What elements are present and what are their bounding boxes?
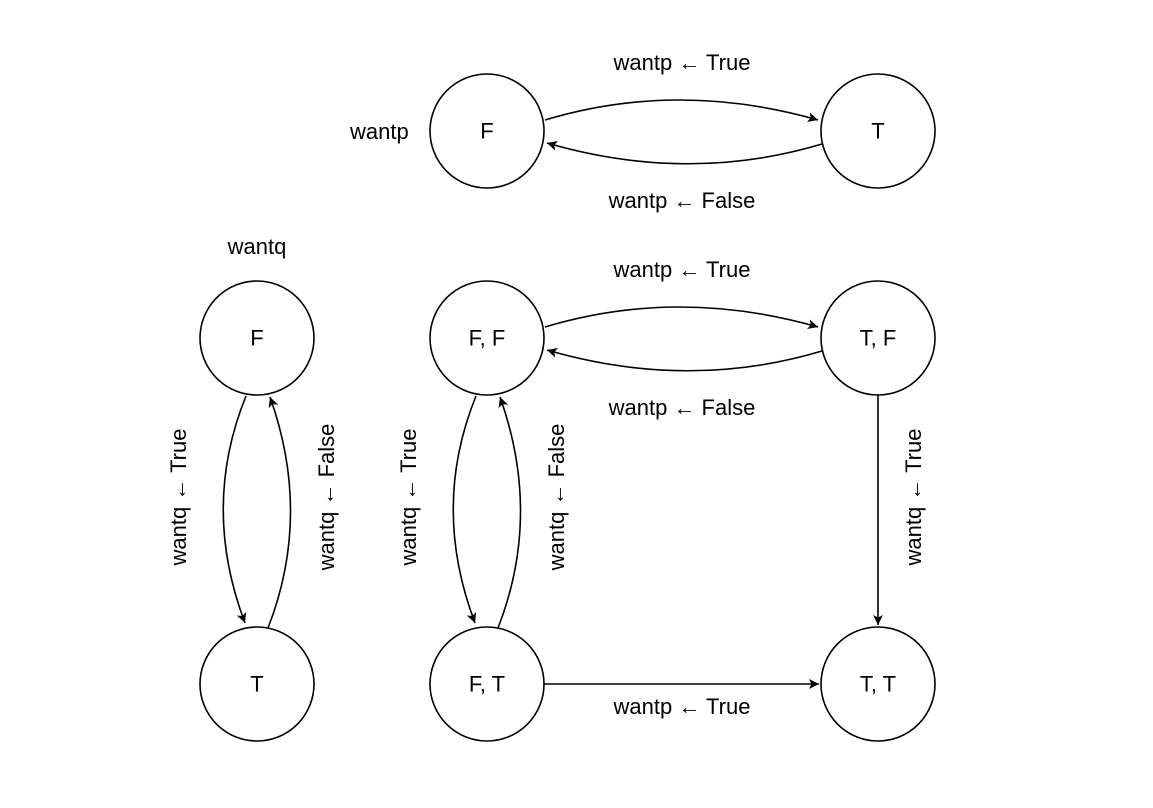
wantp-variable-label: wantp [349, 119, 409, 144]
state-node-label: T [871, 119, 884, 144]
edge-ff-to-tf [544, 306, 819, 330]
edge-wantp-set-true [544, 99, 819, 123]
edge-label-wantp-set-false: wantp ← False [608, 188, 756, 213]
state-node-wantq-t: T [199, 626, 315, 742]
product-diagram: wantp ← True wantp ← False wantq ← True … [396, 257, 936, 742]
state-node-label: T, F [860, 326, 897, 351]
edge-wantq-set-true [222, 395, 247, 624]
wantq-diagram: wantq wantq ← True wantq ← False F T [166, 234, 339, 742]
edge-wantp-set-false [546, 140, 823, 165]
wantp-diagram: wantp wantp ← True wantp ← False F T [349, 50, 936, 213]
state-node-tt: T, T [820, 626, 936, 742]
state-node-wantp-f: F [429, 73, 545, 189]
state-node-ft: F, T [429, 626, 545, 742]
state-node-label: T [250, 672, 263, 697]
edge-label-ft-to-ff: wantq ← False [544, 424, 569, 572]
state-node-wantp-t: T [820, 73, 936, 189]
edge-ff-to-ft [452, 395, 477, 624]
edge-label-wantq-set-false: wantq ← False [314, 424, 339, 572]
state-node-label: F, T [469, 672, 505, 697]
state-node-wantq-f: F [199, 280, 315, 396]
edge-tf-to-ff [546, 347, 823, 372]
edge-label-wantq-set-true: wantq ← True [166, 429, 191, 567]
state-node-tf: T, F [820, 280, 936, 396]
wantq-variable-label: wantq [227, 234, 287, 259]
state-node-label: F, F [469, 326, 506, 351]
edge-label-tf-to-ff: wantp ← False [608, 395, 756, 420]
state-node-label: F [250, 326, 263, 351]
edge-label-ff-to-tf: wantp ← True [613, 257, 751, 282]
state-node-label: T, T [860, 672, 896, 697]
edge-ft-to-ff [497, 396, 522, 629]
state-node-label: F [480, 119, 493, 144]
edge-label-tf-to-tt: wantq ← True [901, 429, 926, 567]
edge-label-wantp-set-true: wantp ← True [613, 50, 751, 75]
edge-label-ff-to-ft: wantq ← True [396, 429, 421, 567]
edge-wantq-set-false [267, 396, 292, 629]
edge-label-ft-to-tt: wantp ← True [613, 694, 751, 719]
state-node-ff: F, F [429, 280, 545, 396]
